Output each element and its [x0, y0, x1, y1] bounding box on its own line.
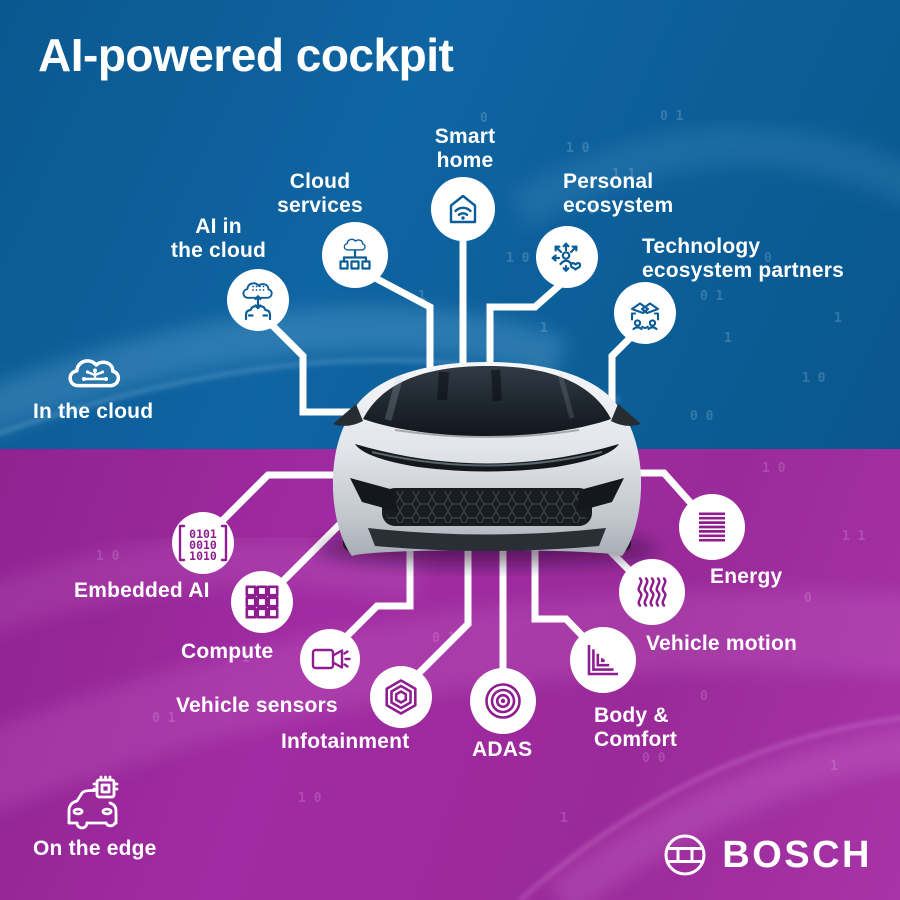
label-ai-in-the-cloud: AI in the cloud: [170, 215, 267, 262]
svg-text:1: 1: [540, 321, 548, 336]
embedded-ai-binary-row: 0101: [189, 527, 217, 541]
node-body-comfort: [570, 627, 636, 693]
binary-texture: 1 00 1 10 1 10 1 01 0 01 01 0 10 1 1 00 …: [96, 109, 866, 826]
embedded-ai-binary-row: 1010: [189, 549, 217, 563]
bosch-logo: BOSCH: [662, 832, 872, 878]
svg-text:1 0: 1 0: [802, 371, 826, 386]
svg-text:1 1: 1 1: [842, 529, 866, 544]
label-technology-partners: Technology ecosystem partners: [642, 235, 845, 282]
label-embedded-ai: Embedded AI: [74, 579, 210, 602]
label-adas: ADAS: [472, 738, 533, 761]
connector-vehicle-sensors: [331, 528, 414, 652]
embedded-ai-binary-row: 0010: [189, 538, 217, 552]
svg-text:0 1: 0 1: [660, 109, 684, 124]
in-the-cloud-icon: [68, 359, 121, 388]
node-personal-ecosystem: [536, 226, 598, 288]
connector-ai-in-the-cloud: [259, 312, 352, 416]
svg-text:1: 1: [242, 651, 250, 666]
node-energy: [679, 494, 745, 560]
connector-cloud-services: [360, 267, 434, 372]
connector-embedded-ai: [207, 471, 345, 536]
svg-text:0 1: 0 1: [700, 289, 724, 304]
svg-text:1: 1: [724, 331, 732, 346]
label-vehicle-sensors: Vehicle sensors: [176, 694, 338, 717]
label-cloud-services: Cloud services: [277, 170, 363, 217]
svg-text:0 0: 0 0: [690, 409, 714, 424]
page-title: AI-powered cockpit: [38, 29, 454, 81]
label-vehicle-motion: Vehicle motion: [646, 632, 797, 655]
svg-text:1 0: 1 0: [506, 251, 530, 266]
node-technology-partners: [614, 282, 676, 344]
connector-body-comfort: [531, 524, 599, 653]
bosch-symbol-icon: [664, 834, 706, 876]
node-ai-in-the-cloud: [227, 269, 289, 331]
bosch-wordmark: BOSCH: [722, 833, 872, 876]
node-infotainment: [370, 666, 432, 728]
node-adas: [470, 668, 536, 734]
svg-text:0 1: 0 1: [152, 711, 176, 726]
on-the-edge-icon: [67, 775, 119, 830]
svg-text:1 0: 1 0: [566, 141, 590, 156]
connector-personal-ecosystem: [486, 273, 573, 368]
svg-text:1 1: 1 1: [612, 167, 636, 182]
svg-text:0: 0: [804, 591, 812, 606]
label-infotainment: Infotainment: [281, 730, 410, 753]
label-compute: Compute: [181, 640, 274, 663]
node-vehicle-sensors: [300, 629, 360, 689]
svg-text:1 0: 1 0: [96, 549, 120, 564]
svg-text:0: 0: [480, 111, 488, 126]
node-smart-home: [431, 177, 495, 241]
node-embedded-ai: 0101 0010 1010: [172, 512, 234, 574]
svg-text:1: 1: [834, 311, 842, 326]
svg-text:0: 0: [588, 203, 596, 218]
node-cloud-services: [322, 222, 388, 288]
svg-text:1: 1: [830, 759, 838, 774]
svg-text:0: 0: [700, 689, 708, 704]
label-smart-home: Smart home: [434, 125, 496, 172]
svg-text:0 0: 0 0: [642, 751, 666, 766]
label-energy: Energy: [710, 565, 783, 588]
car-front-view: [317, 362, 657, 564]
svg-text:1 0: 1 0: [762, 461, 786, 476]
node-compute: [231, 571, 293, 633]
svg-text:1: 1: [418, 289, 426, 304]
svg-text:1: 1: [560, 811, 568, 826]
label-personal-ecosystem: Personal ecosystem: [563, 170, 674, 217]
svg-text:1 0: 1 0: [298, 791, 322, 806]
label-body-comfort: Body & Comfort: [594, 704, 678, 751]
label-on-the-edge-zone: On the edge: [33, 837, 157, 860]
svg-text:0: 0: [764, 251, 772, 266]
label-in-the-cloud-zone: In the cloud: [33, 400, 154, 423]
node-vehicle-motion: [619, 559, 685, 625]
